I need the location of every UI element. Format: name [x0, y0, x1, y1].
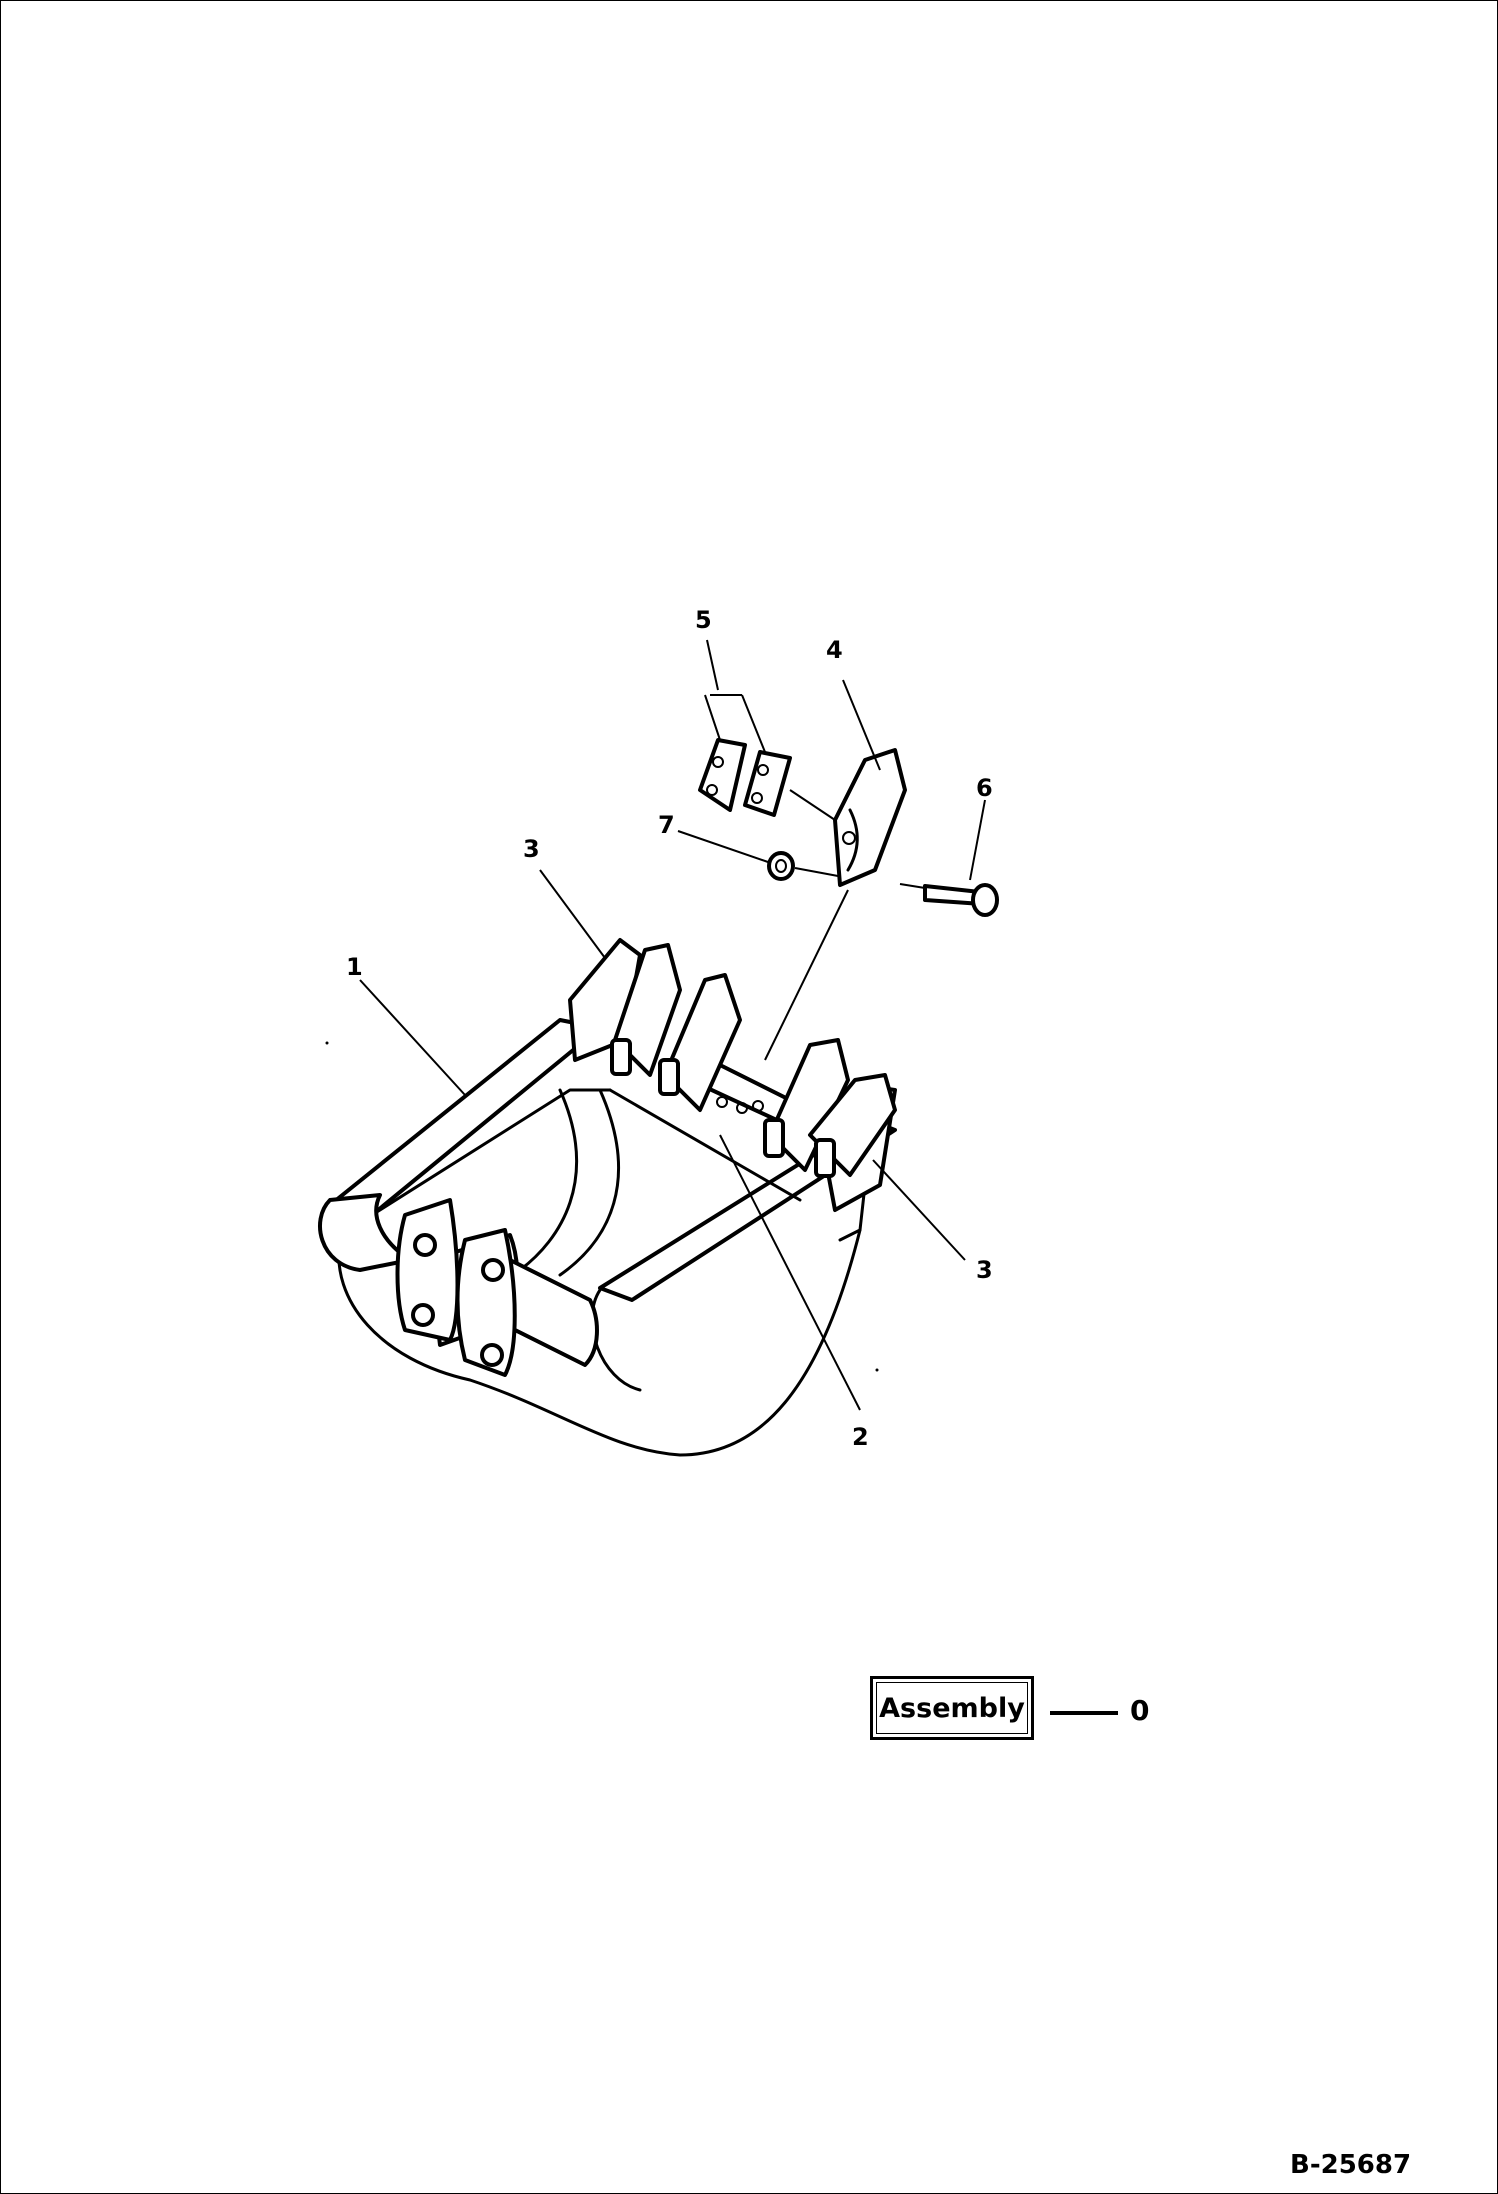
drawing-code: B-25687	[1290, 2150, 1412, 2180]
shim-plate-right	[743, 750, 792, 817]
callout-3-left: 3	[523, 835, 540, 863]
callout-3-right: 3	[976, 1256, 993, 1284]
leader-lines	[359, 639, 986, 1411]
callout-2: 2	[852, 1423, 869, 1451]
assembly-label: Assembly	[879, 1692, 1025, 1724]
bucket-tooth-1	[610, 943, 682, 1077]
tooth-point	[833, 748, 907, 887]
tooth-bolt	[923, 883, 999, 917]
callout-4: 4	[826, 636, 843, 664]
callout-1: 1	[346, 953, 363, 981]
tooth-nut	[767, 851, 795, 881]
callout-7: 7	[658, 811, 675, 839]
bucket-tooth-2	[658, 973, 742, 1112]
callout-5: 5	[695, 606, 712, 634]
bucket-tooth-4	[808, 1073, 897, 1178]
callout-6: 6	[976, 774, 993, 802]
bucket-tooth-3	[763, 1038, 850, 1172]
assembly-box: Assembly	[870, 1676, 1034, 1740]
assembly-number: 0	[1130, 1694, 1150, 1727]
assembly-leader	[1050, 1711, 1118, 1715]
shim-plate-left	[698, 738, 747, 812]
